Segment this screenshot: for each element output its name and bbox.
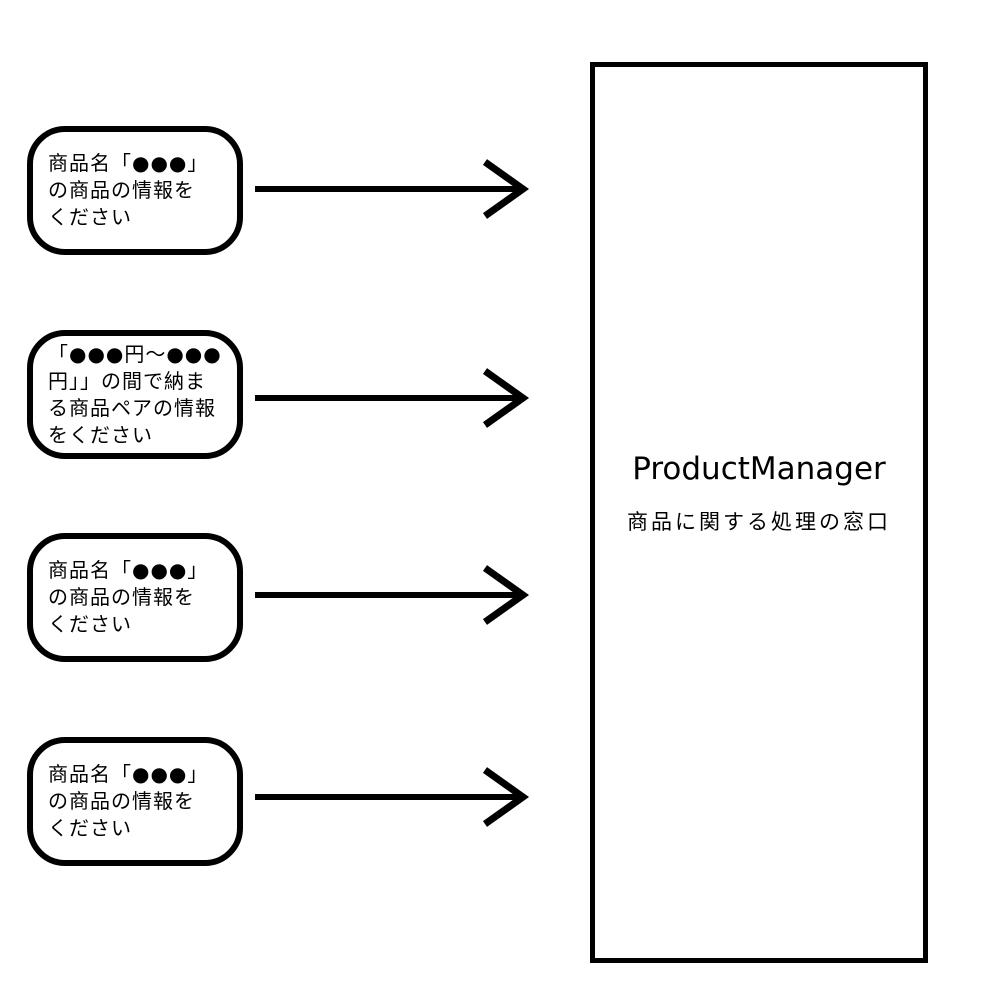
arrow-head-icon <box>482 565 530 625</box>
product-manager-box: ProductManager 商品に関する処理の窓口 <box>590 62 928 963</box>
arrow-head-icon <box>482 767 530 827</box>
message-text: 「●●●円～●●● 円」」の間で納ま る商品ペアの情報 をください <box>48 341 222 447</box>
arrow-connector-3 <box>255 565 530 625</box>
arrow-connector-2 <box>255 368 530 428</box>
arrow-connector-1 <box>255 159 530 219</box>
arrow-head-icon <box>482 159 530 219</box>
message-text: 商品名「●●●」 の商品の情報を ください <box>48 762 209 840</box>
message-text: 商品名「●●●」 の商品の情報を ください <box>48 151 209 229</box>
message-box-4: 商品名「●●●」 の商品の情報を ください <box>27 737 243 866</box>
message-box-2: 「●●●円～●●● 円」」の間で納ま る商品ペアの情報 をください <box>27 330 243 459</box>
message-box-1: 商品名「●●●」 の商品の情報を ください <box>27 126 243 255</box>
product-manager-subtitle: 商品に関する処理の窓口 <box>627 510 891 534</box>
message-text: 商品名「●●●」 の商品の情報を ください <box>48 558 209 636</box>
product-manager-title: ProductManager <box>632 451 886 487</box>
arrow-connector-4 <box>255 767 530 827</box>
message-box-3: 商品名「●●●」 の商品の情報を ください <box>27 533 243 662</box>
arrow-head-icon <box>482 368 530 428</box>
